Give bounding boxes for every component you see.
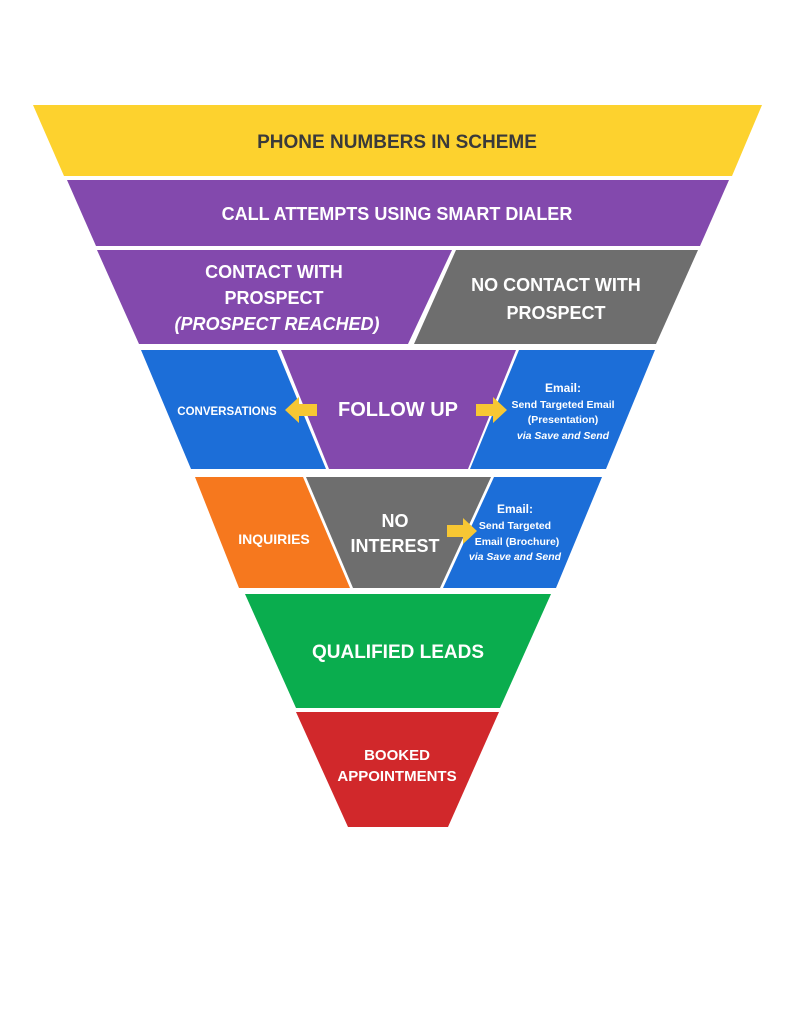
email-brochure-line1: Send Targeted bbox=[479, 520, 551, 532]
conversations-label: CONVERSATIONS bbox=[177, 406, 277, 418]
contact-label-line1: CONTACT WITH bbox=[205, 262, 343, 282]
call-attempts-segment bbox=[67, 180, 729, 246]
email-presentation-segment bbox=[470, 350, 655, 469]
booked-appointments-segment bbox=[296, 712, 499, 827]
booked-appointments-line1: BOOKED bbox=[364, 747, 430, 764]
email-brochure-title: Email: bbox=[497, 502, 533, 516]
arrow-right-icon bbox=[447, 518, 477, 544]
email-presentation-line3: via Save and Send bbox=[517, 430, 610, 442]
email-brochure-line2: Email (Brochure) bbox=[475, 536, 560, 548]
call-attempts-label: CALL ATTEMPTS USING SMART DIALER bbox=[222, 204, 573, 224]
follow-up-segment bbox=[281, 350, 516, 469]
contact-segment bbox=[97, 250, 452, 344]
contact-label-line2: PROSPECT bbox=[224, 288, 323, 308]
email-brochure-segment bbox=[443, 477, 602, 588]
no-contact-label-line2: PROSPECT bbox=[506, 303, 605, 323]
email-brochure-line3: via Save and Send bbox=[469, 551, 562, 563]
contact-label-line3: (PROSPECT REACHED) bbox=[174, 314, 379, 334]
no-interest-label-line2: INTEREST bbox=[350, 536, 439, 556]
email-presentation-title: Email: bbox=[545, 381, 581, 395]
phone-numbers-segment bbox=[33, 105, 762, 176]
email-presentation-line2: (Presentation) bbox=[528, 414, 599, 426]
arrow-right-icon bbox=[476, 397, 507, 423]
no-interest-label-line1: NO bbox=[382, 511, 409, 531]
qualified-leads-segment bbox=[245, 594, 551, 708]
no-contact-label-line1: NO CONTACT WITH bbox=[471, 275, 641, 295]
inquiries-label: INQUIRIES bbox=[238, 531, 310, 547]
phone-numbers-label: PHONE NUMBERS IN SCHEME bbox=[257, 132, 537, 153]
arrow-left-icon bbox=[285, 397, 317, 423]
no-contact-segment bbox=[414, 250, 698, 344]
no-interest-segment bbox=[306, 477, 491, 588]
conversations-segment bbox=[141, 350, 326, 469]
inquiries-segment bbox=[195, 477, 350, 588]
qualified-leads-label: QUALIFIED LEADS bbox=[312, 642, 484, 663]
follow-up-label: FOLLOW UP bbox=[338, 399, 458, 421]
booked-appointments-line2: APPOINTMENTS bbox=[337, 768, 456, 785]
email-presentation-line1: Send Targeted Email bbox=[511, 399, 614, 411]
